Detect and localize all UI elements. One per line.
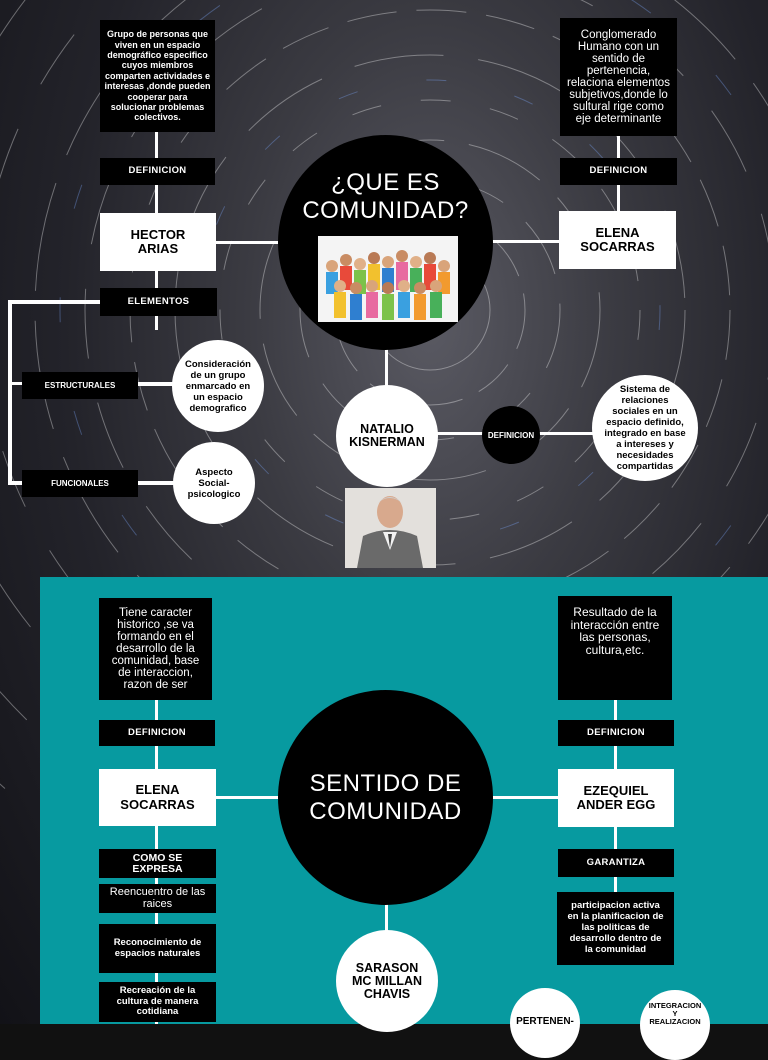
connector (215, 796, 280, 799)
connector (8, 481, 23, 485)
expression-item: Reconocimiento de espacios naturales (99, 924, 216, 973)
author-hector-arias: HECTOR ARIAS (100, 213, 216, 271)
elements-label: ELEMENTOS (100, 288, 217, 316)
expression-item: Reencuentro de las raices (99, 884, 216, 913)
expression-item: Recreación de la cultura de manera cotid… (99, 982, 216, 1022)
sentido-author-elena-socarras: ELENA SOCARRAS (99, 769, 216, 826)
sentido-right-definition-label: DEFINICION (558, 720, 674, 746)
connector (8, 300, 103, 304)
community-group-photo (318, 236, 458, 322)
right-definition-text: Conglomerado Humano con un sentido de pe… (560, 18, 677, 136)
guarantees-text: participacion activa en la planificacion… (557, 892, 674, 965)
connector (385, 902, 388, 937)
pertenencia-circle: PERTENEN- (510, 988, 580, 1058)
right-definition-label: DEFINICION (560, 158, 677, 185)
connector (135, 481, 175, 485)
sentido-central-title: SENTIDO DE COMUNIDAD (309, 769, 462, 825)
bottom-definition-text-circle: Sistema de relaciones sociales en un esp… (592, 375, 698, 481)
connector (8, 382, 23, 385)
structural-label: ESTRUCTURALES (22, 372, 138, 399)
connector (135, 382, 175, 386)
sentido-left-definition-text: Tiene caracter historico ,se va formando… (99, 598, 212, 700)
author-ezequiel-ander-egg: EZEQUIEL ANDER EGG (558, 769, 674, 827)
sentido-left-definition-label: DEFINICION (99, 720, 215, 746)
connector (492, 796, 558, 799)
guarantees-label: GARANTIZA (558, 849, 674, 877)
bottom-definition-label: DEFINICION (482, 406, 540, 464)
connector (215, 241, 295, 244)
left-definition-label: DEFINICION (100, 158, 215, 185)
left-definition-text: Grupo de personas que viven en un espaci… (100, 20, 215, 132)
author-sarason-mcmillan-chavis: SARASON MC MILLAN CHAVIS (336, 930, 438, 1032)
natalio-kisnerman-portrait (345, 488, 436, 568)
connector (490, 240, 560, 243)
central-node-sentido-de-comunidad: SENTIDO DE COMUNIDAD (278, 690, 493, 905)
expresses-label: COMO SE EXPRESA (99, 849, 216, 878)
functional-text-circle: Aspecto Social-psicologico (173, 442, 255, 524)
author-natalio-kisnerman: NATALIO KISNERMAN (336, 385, 438, 487)
integracion-circle: INTEGRACION Y REALIZACION (640, 990, 710, 1060)
central-title: ¿QUE ES COMUNIDAD? (302, 169, 469, 224)
connector (8, 300, 12, 485)
author-elena-socarras: ELENA SOCARRAS (559, 211, 676, 269)
functional-label: FUNCIONALES (22, 470, 138, 497)
structural-text-circle: Consideración de un grupo enmarcado en u… (172, 340, 264, 432)
sentido-right-definition-text: Resultado de la interacción entre las pe… (558, 596, 672, 700)
connector (385, 345, 388, 390)
